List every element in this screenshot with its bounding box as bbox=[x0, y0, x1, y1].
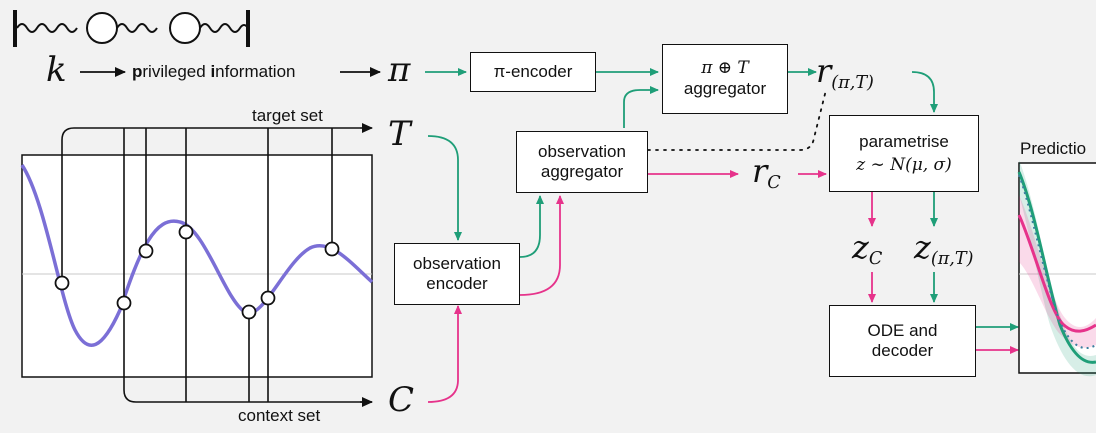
z-pi-t-base: z bbox=[914, 228, 931, 266]
r-pi-t-base: r bbox=[816, 52, 832, 90]
encoder-to-obs-aggregator-pink bbox=[519, 195, 564, 296]
target-to-encoder-arrow bbox=[427, 135, 462, 241]
prediction-truth-dotted bbox=[1018, 174, 1096, 350]
r-pi-t-subscript: (π,T) bbox=[831, 73, 874, 94]
pi-t-aggregator-line2: aggregator bbox=[683, 79, 767, 98]
z-pi-t-subscript: (π,T) bbox=[930, 249, 974, 270]
privileged-i: i bbox=[210, 62, 216, 81]
target-set-label: target set bbox=[252, 106, 323, 125]
ode-decoder-box: ODE and decoder bbox=[829, 305, 976, 377]
prediction-pink-line bbox=[1017, 214, 1096, 333]
predictions-label: Predictio bbox=[1020, 139, 1087, 158]
z-c-symbol: zC bbox=[852, 228, 882, 269]
observation-encoder-line1: observation bbox=[413, 254, 501, 274]
observation-aggregator-box: observation aggregator bbox=[516, 131, 648, 193]
context-symbol: C bbox=[388, 380, 415, 420]
z-c-subscript: C bbox=[868, 249, 883, 270]
prediction-plot bbox=[1017, 160, 1096, 377]
pi-encoder-box: π-encoder bbox=[470, 52, 596, 92]
target-set-lines bbox=[61, 123, 373, 298]
pi-t-aggregator-box: π ⊕ T aggregator bbox=[662, 44, 788, 114]
privileged-rivileged: rivileged bbox=[142, 62, 211, 81]
sample-points bbox=[54, 224, 340, 320]
context-set-lines bbox=[123, 128, 373, 407]
privileged-p: p bbox=[132, 62, 143, 81]
observation-encoder-box: observation encoder bbox=[394, 243, 520, 305]
k-symbol: k bbox=[46, 50, 67, 90]
obs-aggregator-to-r-dotted bbox=[647, 89, 827, 151]
target-symbol: T bbox=[388, 114, 411, 154]
parametrise-box: parametrise z ∼ N(μ, σ) bbox=[829, 115, 979, 192]
context-to-encoder-arrow bbox=[427, 305, 462, 403]
r-c-base: r bbox=[752, 152, 768, 190]
signal-plot-frame bbox=[21, 154, 373, 378]
pi-symbol: π bbox=[388, 50, 411, 90]
pi-encoder-label: π-encoder bbox=[493, 62, 573, 82]
z-c-base: z bbox=[852, 228, 869, 266]
pi-t-aggregator-line1: π ⊕ T bbox=[701, 58, 749, 79]
privileged-information-label: privileged information bbox=[132, 62, 296, 82]
r-c-symbol: rC bbox=[752, 152, 781, 193]
observation-encoder-line2: encoder bbox=[426, 274, 488, 293]
z-pi-t-symbol: z(π,T) bbox=[914, 228, 973, 269]
observation-aggregator-line2: aggregator bbox=[540, 162, 624, 181]
r-c-subscript: C bbox=[767, 173, 781, 194]
parametrise-line1: parametrise bbox=[859, 131, 949, 151]
ode-decoder-line2: decoder bbox=[871, 341, 934, 360]
obs-aggregator-to-aggregator-arrow bbox=[623, 86, 659, 128]
privileged-nformation: nformation bbox=[215, 62, 296, 81]
r-to-parametrise-arrow bbox=[911, 71, 938, 113]
parametrise-line2: z ∼ N(μ, σ) bbox=[856, 154, 952, 175]
signal-curve bbox=[20, 164, 374, 347]
spring-mass-icon bbox=[13, 10, 250, 47]
encoder-to-obs-aggregator-green bbox=[519, 195, 544, 258]
r-pi-t-symbol: r(π,T) bbox=[816, 52, 874, 93]
ode-decoder-line1: ODE and bbox=[867, 321, 938, 341]
context-set-label: context set bbox=[238, 406, 321, 425]
observation-aggregator-line1: observation bbox=[538, 142, 626, 162]
